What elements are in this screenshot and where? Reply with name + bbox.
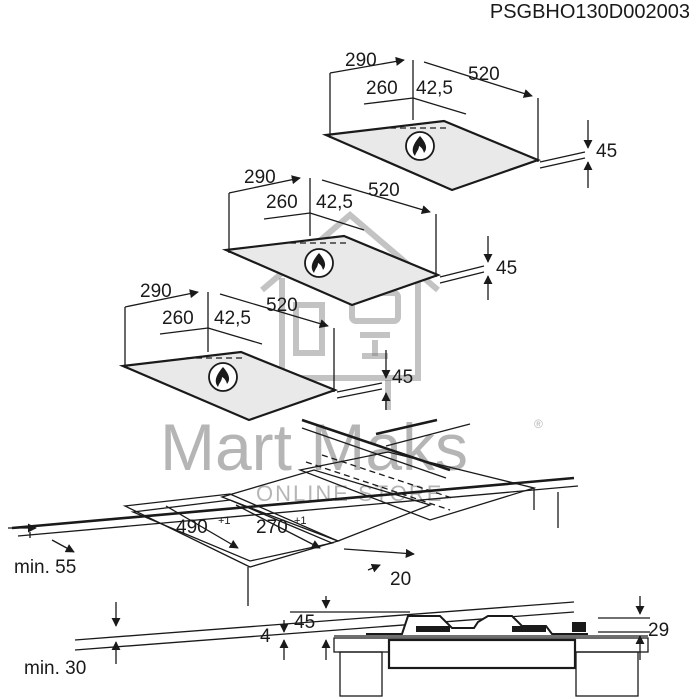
hob-middle-height: 45 <box>496 258 517 279</box>
min-front-distance: min. 55 <box>14 557 76 578</box>
hob-lower-height: 45 <box>392 367 413 388</box>
hob-top-height: 45 <box>596 141 617 162</box>
cutout-width: 270 <box>256 517 288 538</box>
hob-lower-depth: 520 <box>266 295 298 316</box>
hob-top-offset-b: 42,5 <box>416 78 453 99</box>
hob-top-offset-a: 260 <box>366 78 398 99</box>
flame-icon <box>405 131 435 161</box>
side-total-height: 29 <box>648 620 669 641</box>
hob-middle-depth: 520 <box>368 180 400 201</box>
watermark-brand: Mart Maks <box>160 410 468 484</box>
hob-lower-offset-b: 42,5 <box>214 308 251 329</box>
hob-lower-width: 290 <box>140 281 172 302</box>
cutout-depth: 490 <box>176 517 208 538</box>
side-clearance: 45 <box>294 612 315 633</box>
worktop-cutout: 490 +1 270 +1 20 min. 55 min. 30 <box>8 418 579 679</box>
hob-middle-offset-a: 260 <box>266 192 298 213</box>
hob-middle-offset-b: 42,5 <box>316 192 353 213</box>
watermark: Mart Maks ® ONLINE STORE <box>160 211 543 506</box>
side-view: 45 4 29 <box>260 596 669 697</box>
min-worktop-thickness: min. 30 <box>24 658 86 679</box>
hob-middle-width: 290 <box>244 167 276 188</box>
cutout-depth-tolerance: +1 <box>218 515 231 527</box>
hob-top-depth: 520 <box>468 64 500 85</box>
hob-lower-offset-a: 260 <box>162 308 194 329</box>
cutout-width-tolerance: +1 <box>294 515 307 527</box>
flame-icon <box>208 362 238 392</box>
hob-lower: 290 260 42,5 520 45 <box>118 281 413 422</box>
watermark-registered: ® <box>534 417 543 431</box>
hob-top: 290 260 42,5 520 45 <box>321 50 617 192</box>
hob-top-width: 290 <box>345 50 377 71</box>
cutout-edge-distance: 20 <box>390 569 411 590</box>
side-base-height: 4 <box>260 626 271 647</box>
document-code: PSGBHO130D002003 <box>490 1 690 23</box>
flame-icon <box>304 248 334 278</box>
watermark-tagline: ONLINE STORE <box>256 481 443 506</box>
hob-middle: 290 260 42,5 520 45 <box>221 167 517 307</box>
